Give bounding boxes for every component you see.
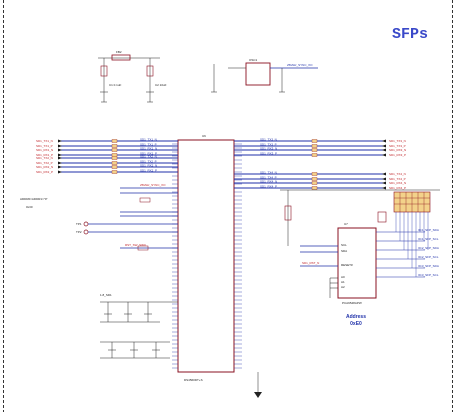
addr-note-line2: 0x30: [26, 205, 33, 209]
left-net-label: SD1_RX2_P: [36, 170, 53, 174]
i2c-mux-ic: U7 PCA9548APW SCL SDA RESET# A0 A1 A2 SD…: [300, 222, 377, 305]
osc-ref: OSC1: [249, 58, 258, 62]
right-net-tag: SD1_TX4_N: [260, 170, 277, 174]
right-net-tag: SD1_TX3_P: [260, 142, 277, 146]
right-net-label: SD1_RX3_N: [389, 148, 406, 152]
left-net-tag: SD1_TX2_P: [140, 159, 157, 163]
page-title: SFPs: [392, 26, 428, 43]
main-ic: U6 DS4560DT+S: [172, 134, 242, 382]
i2c-net-label: IIC3_SFP_SDA: [418, 264, 439, 268]
addr-note-line1: ADDR0=ADDR1="0": [20, 197, 48, 201]
right-net-label: SD1_TX4_P: [389, 177, 406, 181]
right-net-label: SD1_TX3_N: [389, 139, 406, 143]
left-net-tag: SD1_TX1_N: [140, 137, 157, 141]
right-net-label: SD1_TX4_N: [389, 172, 406, 176]
right-net-label: SD1_RX4_P: [389, 186, 406, 190]
left-net-label: SD1_TX2_N: [36, 156, 53, 160]
decoupling-caps: 1.8_SD1: [100, 293, 178, 359]
left-net-label: SD1_TX1_N: [36, 139, 53, 143]
right-net-tag: SD1_TX4_P: [260, 175, 277, 179]
sync-net-label: 25MHz_SYNC_XO: [140, 183, 166, 187]
main-ic-ref: U6: [202, 134, 206, 138]
i2c-net-label: IIC1_SFP_SCL: [418, 237, 439, 241]
svg-text:FB2: FB2: [116, 50, 122, 54]
mux-reset-net: SD1_RST_N: [302, 261, 319, 265]
mux-part: PCA9548APW: [342, 301, 362, 305]
left-net-tag: SD1_RX2_P: [140, 168, 157, 172]
mux-pin-reset: RESET#: [341, 263, 353, 267]
rst-sw-net-label: RST_SW_SW0: [125, 243, 146, 247]
mux-address-label: Address: [346, 314, 366, 320]
mux-address-value: 0xE0: [350, 321, 362, 327]
u6-misc-wiring: 25MHz_SYNC_XO RST_SW_SW0: [120, 183, 178, 251]
i2c-net-label: IIC3_SFP_SCL: [418, 273, 439, 277]
mux-ref: U7: [344, 222, 348, 226]
right-net-tag: SD1_RX4_N: [260, 179, 277, 183]
tp2-label: TP2: [76, 230, 82, 234]
right-net-tag: SD1_RX3_N: [260, 146, 277, 150]
right-net-tag: SD1_RX4_P: [260, 184, 277, 188]
i2c-output-nets: IIC1_SFP_SDA IIC1_SFP_SCL IIC2_SFP_SDA IIC2…: [376, 212, 439, 278]
osc-net-label: 25MHz_SYNC_XO: [287, 63, 313, 67]
left-net-label: SD1_RX1_P: [36, 153, 53, 157]
mux-pin-a2: A2: [341, 285, 345, 289]
power-filter-block: FB2 C1 0.1uF C2 10uF: [98, 50, 167, 103]
oscillator-block: OSC1 25MHz_SYNC_XO: [211, 58, 318, 93]
main-ic-part: DS4560DT+S: [184, 378, 203, 382]
pullup-resistor-array: [280, 189, 440, 246]
mux-pin-sda: SDA: [341, 249, 347, 253]
right-net-label: SD1_RX4_N: [389, 181, 406, 185]
left-net-label: SD1_TX1_P: [36, 144, 53, 148]
left-net-tag: SD1_TX1_P: [140, 142, 157, 146]
svg-text:C1 0.1uF: C1 0.1uF: [109, 83, 122, 87]
tp1-label: TP1: [76, 222, 82, 226]
gnd-symbol: [254, 372, 262, 398]
right-net-tag: SD1_TX3_N: [260, 137, 277, 141]
left-net-tag: SD1_RX1_P: [140, 151, 157, 155]
left-net-tag: SD1_TX2_N: [140, 154, 157, 158]
mux-pin-scl: SCL: [341, 243, 347, 247]
mux-pin-a1: A1: [341, 280, 345, 284]
i2c-net-label: IIC2_SFP_SCL: [418, 255, 439, 259]
left-net-label: SD1_RX2_N: [36, 165, 53, 169]
right-net-group: SD1_TX3_NSD1_TX3_NSD1_TX3_PSD1_TX3_PSD1_…: [234, 137, 406, 190]
left-net-label: SD1_RX1_N: [36, 148, 53, 152]
i2c-net-label: IIC1_SFP_SDA: [418, 228, 439, 232]
svg-text:1.8_SD1: 1.8_SD1: [100, 293, 112, 297]
mux-pin-a0: A0: [341, 275, 345, 279]
test-points: TP1 TP2: [76, 221, 178, 235]
left-net-label: SD1_TX2_P: [36, 161, 53, 165]
right-net-tag: SD1_RX3_P: [260, 151, 277, 155]
i2c-net-label: IIC2_SFP_SDA: [418, 246, 439, 250]
right-net-label: SD1_TX3_P: [389, 144, 406, 148]
right-net-label: SD1_RX3_P: [389, 153, 406, 157]
left-net-tag: SD1_RX2_N: [140, 163, 157, 167]
left-net-tag: SD1_RX1_N: [140, 146, 157, 150]
svg-text:C2 10uF: C2 10uF: [155, 83, 167, 87]
